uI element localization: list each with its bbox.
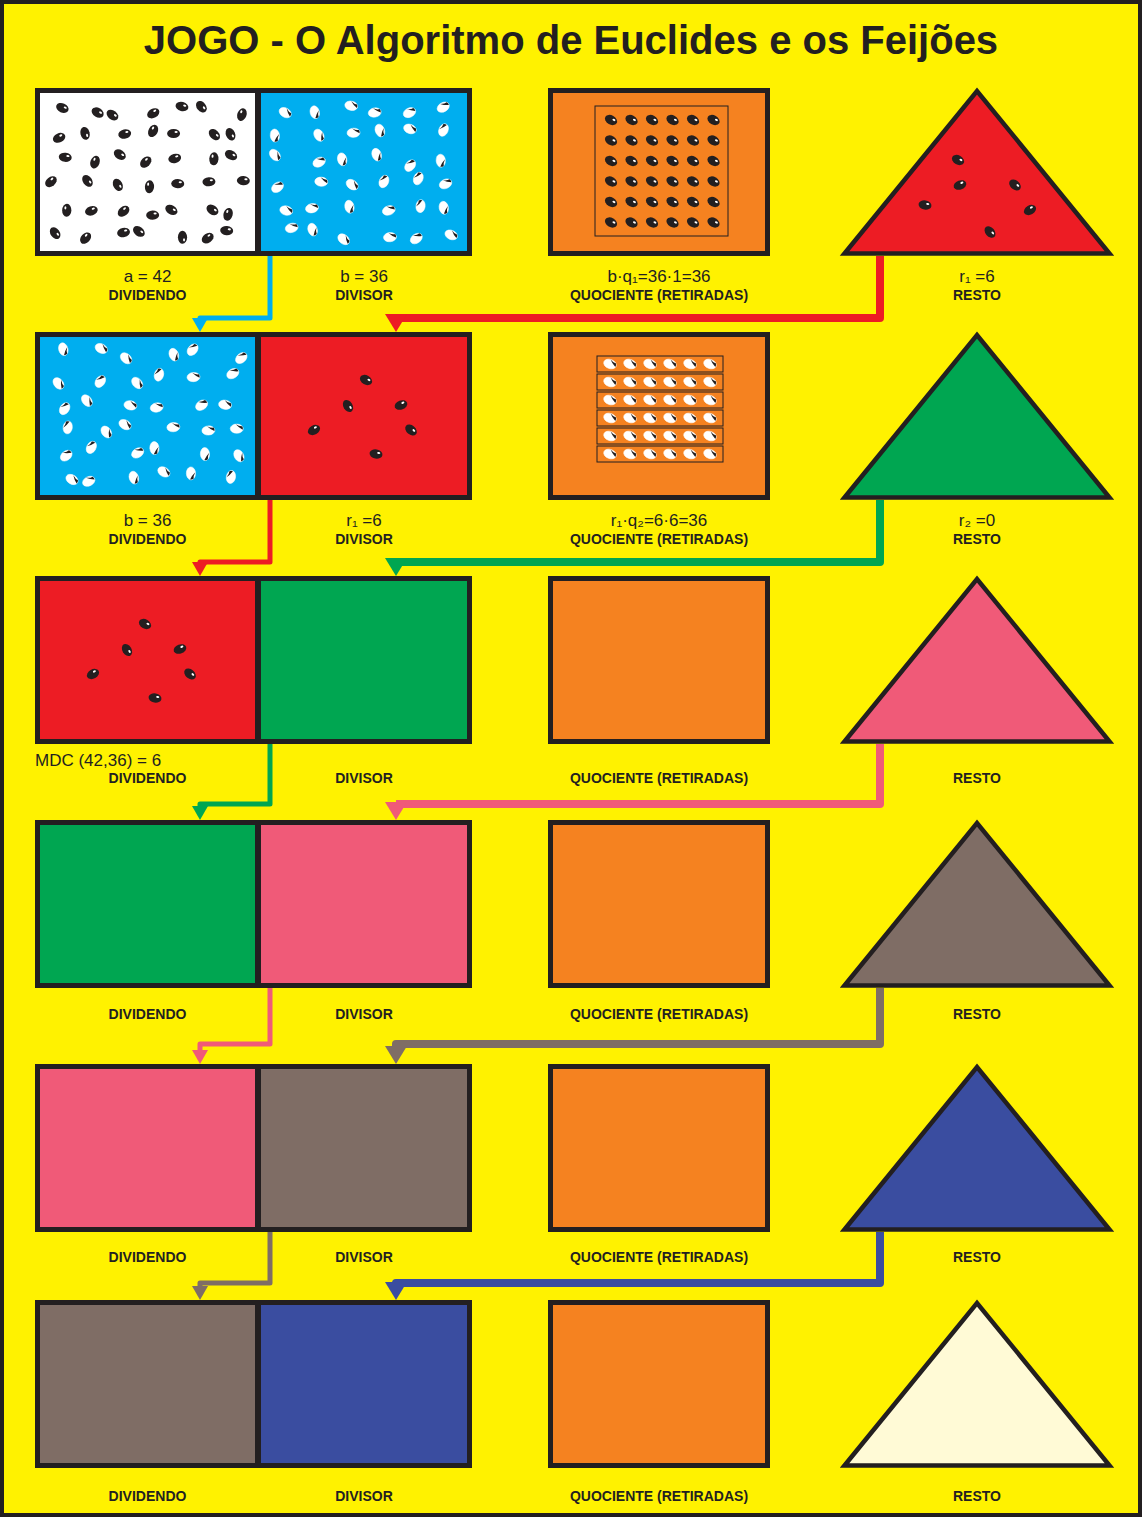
category-label: RESTO <box>953 1250 1001 1265</box>
category-label: DIVIDENDO <box>109 288 187 303</box>
bean-illustration <box>842 1300 1112 1468</box>
value-label: b·q₁=36·1=36 <box>607 268 710 287</box>
connector-arrow <box>192 744 270 820</box>
divisor-box: DIVISOR <box>256 1300 472 1468</box>
bean-illustration <box>256 1064 472 1232</box>
connector-arrow <box>385 988 880 1064</box>
value-label: r₁ =6 <box>346 512 382 531</box>
dividend-box: DIVIDENDO <box>35 820 260 988</box>
bean-illustration <box>256 576 472 744</box>
bean-illustration <box>35 332 260 500</box>
connector-arrow <box>192 256 270 332</box>
divisor-box: DIVISOR <box>256 576 472 744</box>
bean-illustration <box>548 576 770 744</box>
value-label: a = 42 <box>124 268 172 287</box>
connector-arrow <box>192 500 270 576</box>
category-label: DIVISOR <box>335 532 393 547</box>
bean-illustration <box>256 332 472 500</box>
quotient-box: r₁·q₂=6·6=36QUOCIENTE (RETIRADAS) <box>548 332 770 500</box>
quotient-box: QUOCIENTE (RETIRADAS) <box>548 576 770 744</box>
bean-illustration <box>842 88 1112 256</box>
connector-arrow <box>385 744 880 820</box>
category-label: RESTO <box>953 288 1001 303</box>
remainder-triangle: RESTO <box>842 576 1112 744</box>
bean-illustration <box>842 1064 1112 1232</box>
value-label: r₁·q₂=6·6=36 <box>611 512 707 531</box>
category-label: QUOCIENTE (RETIRADAS) <box>570 288 748 303</box>
value-label: b = 36 <box>340 268 388 287</box>
category-label: DIVIDENDO <box>109 1007 187 1022</box>
value-label: MDC (42,36) = 6 <box>35 752 161 771</box>
category-label: DIVISOR <box>335 771 393 786</box>
dividend-box: DIVIDENDO <box>35 1064 260 1232</box>
category-label: DIVISOR <box>335 1489 393 1504</box>
bean-illustration <box>35 1300 260 1468</box>
bean-illustration <box>35 820 260 988</box>
bean-illustration <box>256 820 472 988</box>
category-label: DIVIDENDO <box>109 532 187 547</box>
divisor-box: b = 36DIVISOR <box>256 88 472 256</box>
bean-illustration <box>35 1064 260 1232</box>
bean-illustration <box>548 332 770 500</box>
remainder-triangle: RESTO <box>842 1064 1112 1232</box>
value-label: r₂ =0 <box>959 512 995 531</box>
value-label: r₁ =6 <box>959 268 995 287</box>
remainder-triangle: RESTO <box>842 1300 1112 1468</box>
connector-arrow <box>192 988 270 1064</box>
category-label: DIVISOR <box>335 1007 393 1022</box>
connector-arrow <box>385 256 880 332</box>
quotient-box: QUOCIENTE (RETIRADAS) <box>548 1064 770 1232</box>
value-label: b = 36 <box>124 512 172 531</box>
category-label: RESTO <box>953 1489 1001 1504</box>
title-text: JOGO - O Algoritmo de Euclides e os Feij… <box>0 18 1142 62</box>
bean-illustration <box>548 1300 770 1468</box>
remainder-triangle: r₁ =6RESTO <box>842 88 1112 256</box>
divisor-box: DIVISOR <box>256 820 472 988</box>
category-label: RESTO <box>953 532 1001 547</box>
category-label: DIVIDENDO <box>109 1489 187 1504</box>
divisor-box: DIVISOR <box>256 1064 472 1232</box>
remainder-triangle: RESTO <box>842 820 1112 988</box>
bean-illustration <box>35 576 260 744</box>
connector-arrow <box>385 1232 880 1300</box>
dividend-box: b = 36DIVIDENDO <box>35 332 260 500</box>
dividend-box: a = 42DIVIDENDO <box>35 88 260 256</box>
bean-illustration <box>842 820 1112 988</box>
category-label: QUOCIENTE (RETIRADAS) <box>570 1250 748 1265</box>
bean-illustration <box>842 332 1112 500</box>
bean-illustration <box>548 88 770 256</box>
quotient-box: QUOCIENTE (RETIRADAS) <box>548 820 770 988</box>
bean-illustration <box>548 820 770 988</box>
category-label: DIVIDENDO <box>109 771 187 786</box>
category-label: RESTO <box>953 771 1001 786</box>
bean-illustration <box>256 88 472 256</box>
bean-illustration <box>256 1300 472 1468</box>
connector-arrow <box>385 500 880 576</box>
remainder-triangle: r₂ =0RESTO <box>842 332 1112 500</box>
category-label: DIVISOR <box>335 1250 393 1265</box>
bean-illustration <box>548 1064 770 1232</box>
quotient-box: QUOCIENTE (RETIRADAS) <box>548 1300 770 1468</box>
connector-arrow <box>192 1232 270 1300</box>
bean-illustration <box>35 88 260 256</box>
quotient-box: b·q₁=36·1=36QUOCIENTE (RETIRADAS) <box>548 88 770 256</box>
category-label: RESTO <box>953 1007 1001 1022</box>
category-label: DIVIDENDO <box>109 1250 187 1265</box>
bean-illustration <box>842 576 1112 744</box>
category-label: DIVISOR <box>335 288 393 303</box>
dividend-box: MDC (42,36) = 6DIVIDENDO <box>35 576 260 744</box>
dividend-box: DIVIDENDO <box>35 1300 260 1468</box>
category-label: QUOCIENTE (RETIRADAS) <box>570 1007 748 1022</box>
divisor-box: r₁ =6DIVISOR <box>256 332 472 500</box>
category-label: QUOCIENTE (RETIRADAS) <box>570 532 748 547</box>
category-label: QUOCIENTE (RETIRADAS) <box>570 771 748 786</box>
category-label: QUOCIENTE (RETIRADAS) <box>570 1489 748 1504</box>
